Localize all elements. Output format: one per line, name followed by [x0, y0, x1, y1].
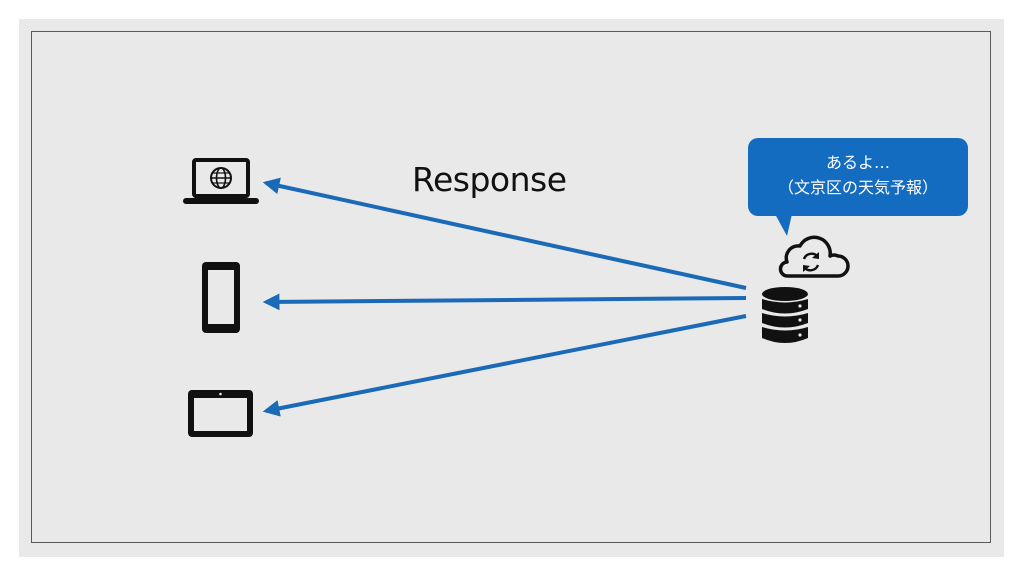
bubble-text-line-2: （文京区の天気予報）: [777, 178, 938, 197]
response-arrow-tablet: [262, 314, 747, 417]
speech-bubble-shape: [748, 138, 968, 236]
globe-icon: [210, 167, 232, 189]
smartphone-icon: [202, 262, 240, 333]
response-arrow-laptop: [262, 177, 747, 290]
sync-arrows-icon: [802, 252, 820, 272]
response-label: Response: [412, 160, 567, 199]
tablet-icon: [188, 390, 253, 437]
bubble-text-line-1: あるよ…: [825, 153, 890, 172]
slide-frame: [31, 31, 991, 543]
laptop-icon: [183, 158, 259, 204]
speech-bubble: あるよ… （文京区の天気予報）: [748, 138, 968, 216]
database-icon: [762, 287, 808, 343]
cloud-sync-icon: [778, 235, 850, 278]
response-arrow-smartphone: [262, 293, 747, 311]
